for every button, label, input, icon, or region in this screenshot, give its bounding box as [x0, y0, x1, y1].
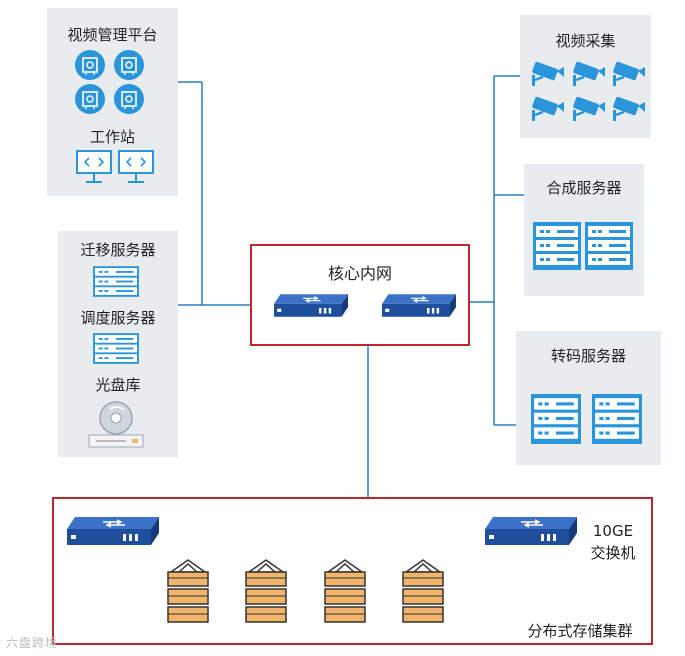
- migration-server-label: 迁移服务器: [80, 241, 156, 259]
- storage-node-icon: [322, 558, 368, 624]
- switch-label-line2: 交换机: [590, 544, 636, 562]
- camera-icon: [572, 96, 606, 122]
- transcode-server-title: 转码服务器: [550, 347, 626, 365]
- core-network-title: 核心内网: [327, 264, 392, 283]
- disc-library-icon: [86, 400, 146, 450]
- monitor-icon: [76, 150, 112, 186]
- server-icon: [528, 394, 584, 444]
- storage-node-icon: [243, 558, 289, 624]
- server-icon: [585, 222, 633, 270]
- server-icon: [93, 333, 139, 364]
- storage-cluster-label: 分布式存储集群: [527, 622, 633, 640]
- switch-icon: [382, 292, 456, 319]
- watermark: 六盘跨境: [6, 636, 59, 650]
- dispatch-server-label: 调度服务器: [80, 309, 156, 327]
- safe-icon: [114, 84, 144, 114]
- synthesis-server-title: 合成服务器: [546, 179, 622, 197]
- server-icon: [533, 222, 581, 270]
- server-icon: [589, 394, 645, 444]
- camera-icon: [531, 96, 565, 122]
- safe-icon: [75, 50, 105, 80]
- storage-node-icon: [165, 558, 211, 624]
- video-management-title: 视频管理平台: [67, 26, 158, 44]
- camera-icon: [572, 61, 606, 87]
- disc-library-label: 光盘库: [95, 376, 141, 394]
- server-icon: [93, 266, 139, 297]
- workstation-label: 工作站: [89, 128, 135, 146]
- monitor-icon: [118, 150, 154, 186]
- switch-icon: [66, 515, 160, 547]
- safe-icon: [114, 50, 144, 80]
- storage-node-icon: [400, 558, 446, 624]
- safe-icon: [75, 84, 105, 114]
- camera-icon: [612, 61, 646, 87]
- camera-icon: [612, 96, 646, 122]
- video-management-panel: [47, 8, 178, 196]
- switch-label-line1: 10GE: [592, 522, 634, 540]
- switch-icon: [274, 292, 348, 319]
- camera-icon: [531, 61, 565, 87]
- switch-icon: [484, 515, 578, 547]
- video-capture-title: 视频采集: [555, 32, 616, 50]
